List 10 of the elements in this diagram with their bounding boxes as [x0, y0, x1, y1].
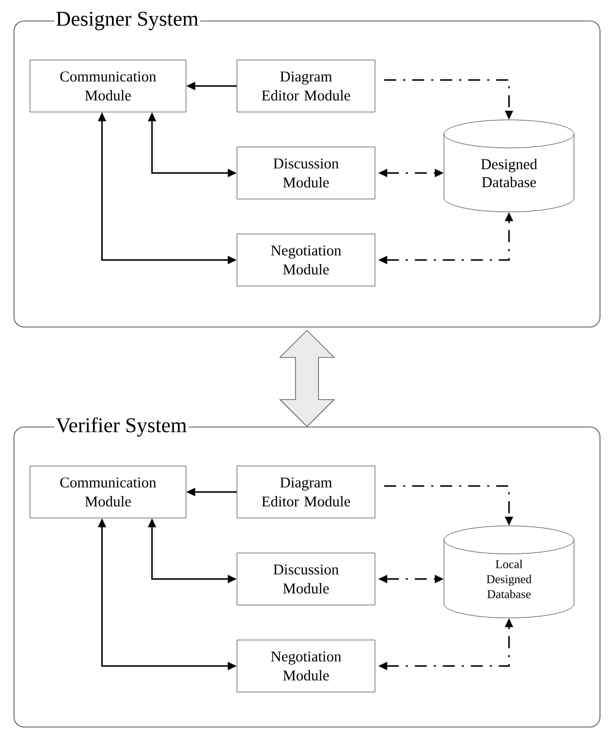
module-box: Communication Module — [30, 466, 186, 518]
module-box: Diagram Editor Module — [236, 466, 376, 518]
module-box: Discussion Module — [236, 552, 376, 606]
module-box: Negotiation Module — [236, 234, 376, 286]
module-box: Diagram Editor Module — [236, 60, 376, 112]
database-cylinder: Local Designed Database — [444, 526, 574, 618]
module-box: Communication Module — [30, 60, 186, 112]
module-box: Negotiation Module — [236, 640, 376, 692]
module-box: Discussion Module — [236, 146, 376, 200]
database-cylinder: Designed Database — [444, 120, 574, 212]
